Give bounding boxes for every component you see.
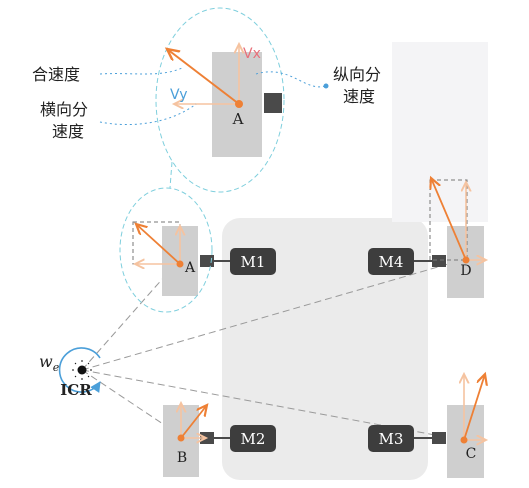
lateral-velocity-label-line2: 速度 xyxy=(52,122,84,141)
motor-m4: M4 xyxy=(368,248,446,275)
vehicle-body xyxy=(222,218,428,480)
zoom-motor-stub xyxy=(264,93,282,113)
longitudinal-velocity-label-line1: 纵向分 xyxy=(333,65,381,84)
icr-point xyxy=(77,365,87,375)
motor-m3-label: M3 xyxy=(379,430,404,448)
icr: we ICR xyxy=(39,347,101,399)
wheel-d-label: D xyxy=(460,263,471,279)
omega-symbol: we xyxy=(39,352,60,374)
motor-m1: M1 xyxy=(200,248,276,275)
motor-m2-label: M2 xyxy=(241,430,266,448)
vx-label: Vx xyxy=(243,46,261,62)
lateral-velocity-label-line1: 横向分 xyxy=(40,100,88,119)
motor-m4-label: M4 xyxy=(379,253,404,271)
wheel-a-label: A xyxy=(184,260,196,276)
wheel-d: D xyxy=(430,178,486,298)
motor-m1-label: M1 xyxy=(241,253,266,271)
zoom-wheel-label: A xyxy=(232,110,244,128)
wheel-c-label: C xyxy=(466,446,477,462)
wheel-c: C xyxy=(447,374,486,478)
motor-m2: M2 xyxy=(200,425,276,452)
background-panel xyxy=(392,42,488,222)
wheel-b-label: B xyxy=(177,450,187,466)
zoom-callout: A Vx Vy 合速度 横向分 速度 纵向分 速度 xyxy=(32,7,381,193)
resultant-velocity-label: 合速度 xyxy=(32,65,80,84)
vy-label: Vy xyxy=(170,87,188,103)
longitudinal-velocity-label-line2: 速度 xyxy=(343,87,375,106)
wheel-a: A xyxy=(132,221,198,296)
icr-label: ICR xyxy=(60,381,92,399)
wheel-a-highlight xyxy=(119,187,213,313)
wheel-b: B xyxy=(163,403,207,477)
motor-m3: M3 xyxy=(368,425,446,452)
